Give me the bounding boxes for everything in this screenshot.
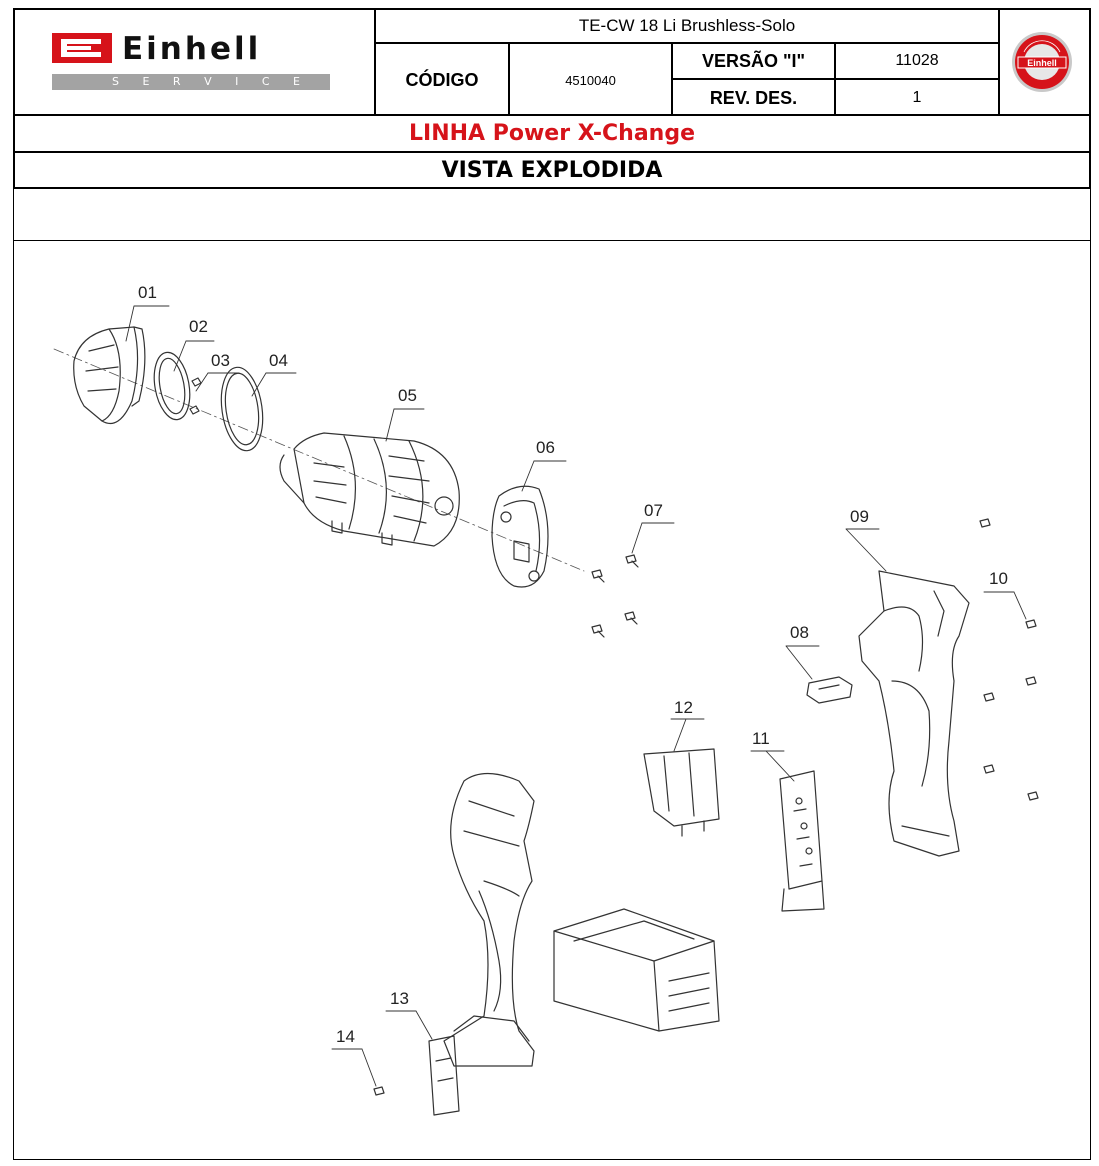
part-12-switch (643, 748, 720, 837)
part-10-screws (979, 518, 1039, 801)
part-label-14: 14 (336, 1027, 355, 1046)
code-label: CÓDIGO (405, 69, 479, 90)
part-label-10: 10 (989, 569, 1008, 588)
section-title: VISTA EXPLODIDA (13, 151, 1091, 189)
part-label-08: 08 (790, 623, 809, 642)
diagram-frame (13, 240, 1091, 1160)
einhell-service-logo: Einhell S E R V I C E (50, 30, 332, 92)
part-02-ring (153, 351, 191, 421)
logo-service-text: S E R V I C E (112, 75, 310, 88)
part-label-13: 13 (390, 989, 409, 1008)
part-label-04: 04 (269, 351, 288, 370)
version-value: 11028 (895, 52, 939, 69)
header-divider (374, 42, 1000, 44)
rev-value: 1 (912, 89, 922, 106)
authorized-service-seal: Einhell (1010, 30, 1074, 94)
leader-lines (125, 305, 1027, 1087)
header-divider (998, 8, 1000, 116)
part-01-gear-cover (73, 326, 146, 425)
part-label-12: 12 (674, 698, 693, 717)
part-07-screws (591, 554, 639, 638)
header-divider (508, 42, 510, 116)
code-value: 4510040 (565, 72, 616, 88)
part-label-07: 07 (644, 501, 663, 520)
part-06-endcap (491, 485, 549, 588)
part-08-switch-button (806, 676, 853, 704)
svg-text:Einhell: Einhell (1027, 58, 1057, 68)
part-03-screws (189, 377, 202, 415)
product-name: TE-CW 18 Li Brushless-Solo (578, 16, 796, 35)
part-label-02: 02 (189, 317, 208, 336)
rev-label: REV. DES. (709, 87, 798, 108)
empty-band (13, 187, 1091, 241)
part-label-09: 09 (850, 507, 869, 526)
part-14-screw (373, 1086, 385, 1096)
exploded-view-diagram: 01 02 03 04 05 06 07 08 09 10 11 12 13 1… (53, 283, 1039, 1116)
line-title: LINHA Power X-Change (13, 114, 1091, 153)
part-label-05: 05 (398, 386, 417, 405)
part-label-06: 06 (536, 438, 555, 457)
part-05-motor (279, 432, 460, 547)
svg-text:Einhell: Einhell (122, 31, 261, 67)
version-label: VERSÃO "I" (701, 50, 806, 71)
part-13-latch (428, 1035, 460, 1116)
header-divider (671, 78, 1000, 80)
part-04-gasket (220, 366, 264, 452)
header-divider (374, 8, 376, 116)
part-label-01: 01 (138, 283, 157, 302)
part-11-pcb (779, 770, 825, 912)
battery-pack (553, 908, 720, 1032)
main-housing-handle (443, 772, 535, 1067)
part-label-03: 03 (211, 351, 230, 370)
part-label-11: 11 (752, 729, 770, 748)
part-09-housing-half (858, 570, 970, 857)
